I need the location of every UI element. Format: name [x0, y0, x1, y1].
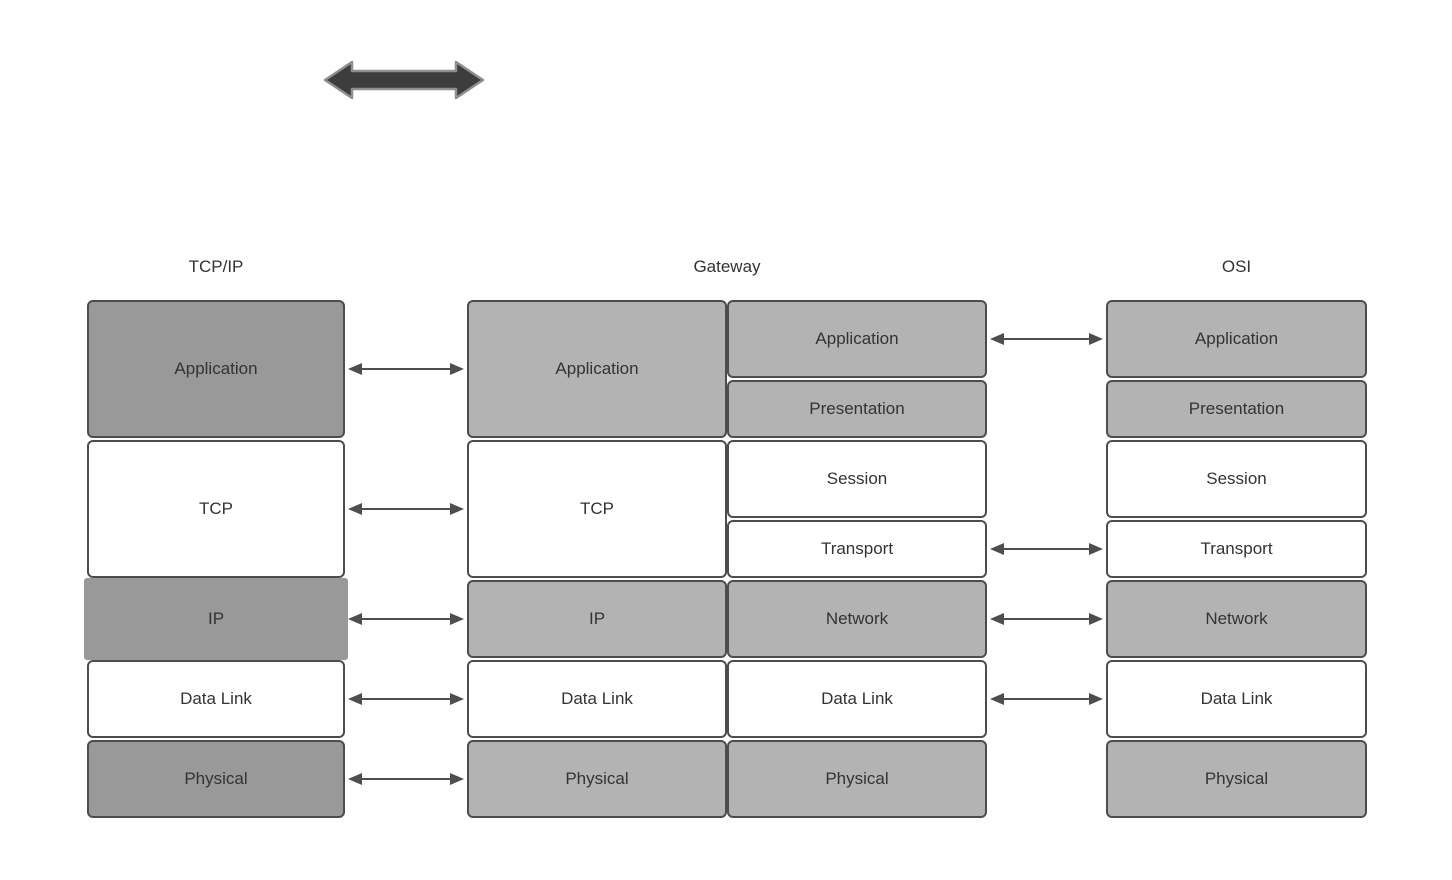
layer-label: Application	[1194, 329, 1279, 348]
layer-label: Physical	[565, 769, 629, 788]
arrow-tcpip-gateway-application-icon	[347, 361, 465, 377]
arrow-tcpip-gateway-physical-icon	[347, 771, 465, 787]
layer-label: Application	[174, 359, 258, 378]
layer-label: IP	[588, 609, 606, 628]
gateway-left-layer-physical: Physical	[467, 740, 727, 818]
layer-label: Network	[1205, 609, 1268, 628]
layer-label: Application	[815, 329, 899, 348]
layer-label: Session	[1206, 469, 1267, 488]
tcpip-layer-data-link: Data Link	[87, 660, 345, 738]
gateway-left-layer-tcp: TCP	[467, 440, 727, 578]
tcpip-layer-ip: IP	[84, 578, 348, 660]
layer-label: TCP	[580, 499, 614, 518]
arrow-gateway-osi-network-icon	[989, 611, 1104, 627]
layer-label: IP	[207, 609, 225, 628]
gateway-right-layer-presentation: Presentation	[727, 380, 987, 438]
layer-label: Presentation	[1188, 399, 1285, 418]
arrow-tcpip-gateway-tcp-icon	[347, 501, 465, 517]
gateway-right-layer-network: Network	[727, 580, 987, 658]
layer-label: Presentation	[809, 399, 905, 418]
layer-label: Physical	[184, 769, 248, 788]
double-arrow-icon	[323, 59, 485, 101]
layer-label: Transport	[1200, 539, 1273, 558]
osi-layer-network: Network	[1106, 580, 1367, 658]
gateway-right-layer-data-link: Data Link	[727, 660, 987, 738]
arrow-gateway-osi-application-icon	[989, 331, 1104, 347]
layer-label: Data Link	[1200, 689, 1273, 708]
layer-label: Data Link	[561, 689, 633, 708]
layer-label: Physical	[825, 769, 889, 788]
layer-label: Data Link	[180, 689, 252, 708]
layer-label: Transport	[820, 539, 894, 558]
gateway-right-layer-transport: Transport	[727, 520, 987, 578]
layer-label: Session	[826, 469, 888, 488]
layer-label: Application	[555, 359, 639, 378]
osi-layer-session: Session	[1106, 440, 1367, 518]
layer-label: TCP	[199, 499, 233, 518]
gateway-right-layer-session: Session	[727, 440, 987, 518]
gateway-header: Gateway	[693, 257, 761, 276]
arrow-tcpip-gateway-data-link-icon	[347, 691, 465, 707]
gateway-right-layer-physical: Physical	[727, 740, 987, 818]
osi-layer-application: Application	[1106, 300, 1367, 378]
gateway-left-layer-ip: IP	[467, 580, 727, 658]
gateway-left-layer-application: Application	[467, 300, 727, 438]
gateway-left-layer-data-link: Data Link	[467, 660, 727, 738]
tcpip-header: TCP/IP	[188, 257, 244, 276]
tcpip-layer-tcp: TCP	[87, 440, 345, 578]
osi-layer-physical: Physical	[1106, 740, 1367, 818]
layer-label: Physical	[1204, 769, 1269, 788]
osi-layer-presentation: Presentation	[1106, 380, 1367, 438]
layer-label: Data Link	[821, 689, 893, 708]
arrow-tcpip-gateway-ip-icon	[347, 611, 465, 627]
tcpip-layer-physical: Physical	[87, 740, 345, 818]
osi-header: OSI	[1221, 257, 1252, 276]
arrow-gateway-osi-data-link-icon	[989, 691, 1104, 707]
osi-layer-data-link: Data Link	[1106, 660, 1367, 738]
osi-layer-transport: Transport	[1106, 520, 1367, 578]
layer-label: Network	[825, 609, 889, 628]
arrow-gateway-osi-transport-icon	[989, 541, 1104, 557]
gateway-right-layer-application: Application	[727, 300, 987, 378]
tcpip-layer-application: Application	[87, 300, 345, 438]
